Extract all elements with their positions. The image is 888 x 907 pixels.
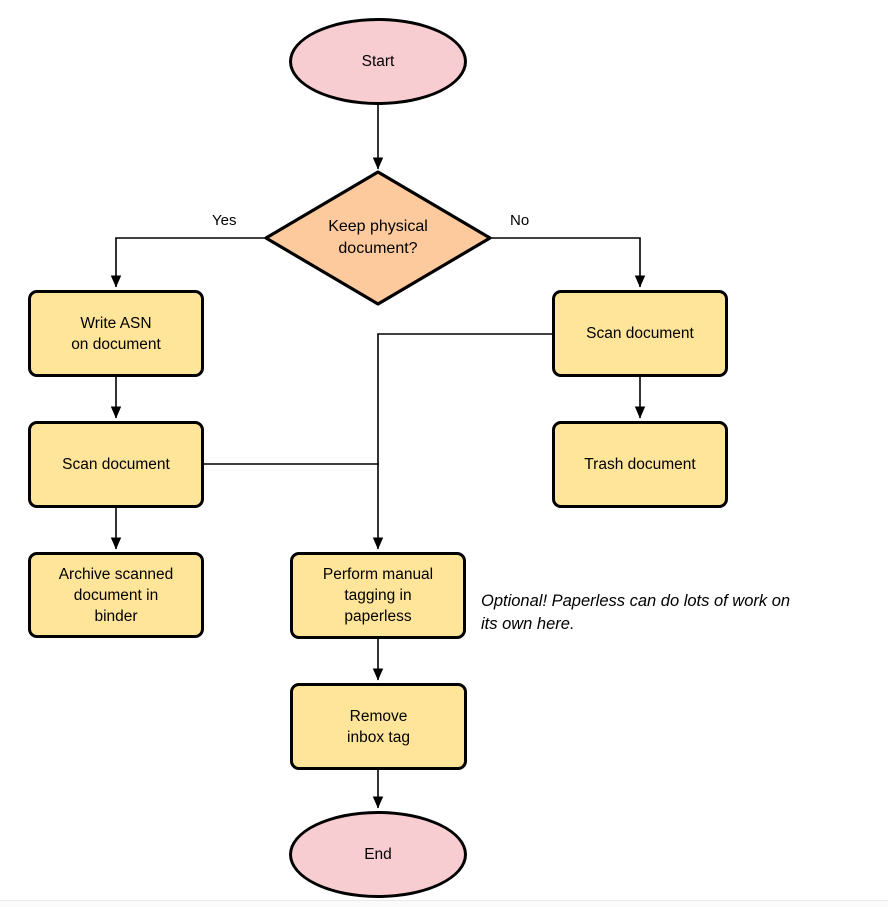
node-decision-label: Keep physical document?	[328, 218, 428, 257]
node-start: Start	[289, 18, 467, 105]
decision-diamond-shape	[264, 170, 492, 306]
node-scan-document-right: Scan document	[552, 290, 728, 377]
node-end: End	[289, 811, 467, 898]
node-remove-inbox-tag: Remove inbox tag	[290, 683, 467, 770]
node-manual-tagging: Perform manual tagging in paperless	[290, 552, 466, 639]
node-trash-document: Trash document	[552, 421, 728, 508]
node-scan-document-left: Scan document	[28, 421, 204, 508]
arrow-decision-yes-to-write-asn	[110, 237, 266, 288]
arrow-scan-document-to-tagging	[372, 333, 552, 550]
edge-label-no: No	[510, 212, 530, 229]
node-archive-in-binder: Archive scanned document in binder	[28, 552, 204, 638]
node-write-asn: Write ASN on document	[28, 290, 204, 377]
arrow-decision-no-to-scan-document	[490, 237, 646, 288]
edge-label-yes: Yes	[212, 212, 237, 229]
page-bottom-divider	[0, 900, 888, 907]
optional-note: Optional! Paperless can do lots of work …	[481, 592, 791, 633]
